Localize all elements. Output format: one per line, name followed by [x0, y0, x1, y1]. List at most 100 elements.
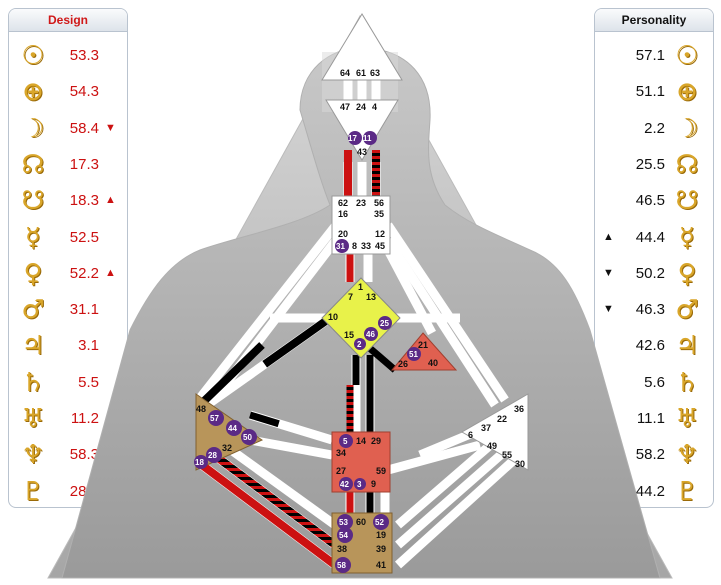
- gate-63: 63: [370, 68, 380, 78]
- uranus-icon: ♅: [21, 404, 45, 434]
- planet-value: 5.6: [644, 373, 665, 391]
- planet-row: ☉ 57.1: [595, 39, 713, 73]
- gate-1: 1: [358, 282, 363, 292]
- gate-16: 16: [338, 209, 348, 219]
- planet-row: ♅ 11.1: [595, 402, 713, 436]
- planet-value: 52.5: [69, 228, 99, 246]
- gate-60: 60: [356, 517, 366, 527]
- planet-row: ♆58.2: [595, 438, 713, 472]
- gate-43: 43: [357, 147, 367, 157]
- design-panel: Design ☉53.3⊕54.3☽58.4▼☊17.3☋18.3▲☿52.5♀…: [8, 8, 128, 508]
- planet-value: 44.2: [635, 482, 665, 500]
- gate-42: 42: [340, 480, 349, 489]
- planet-row: ☊25.5: [595, 148, 713, 182]
- gate-12: 12: [375, 229, 385, 239]
- gate-48: 48: [196, 404, 206, 414]
- earth-icon: ⊕: [676, 77, 698, 108]
- gate-29: 29: [371, 436, 381, 446]
- planet-row: ☊ 17.3: [9, 148, 127, 182]
- gate-49: 49: [487, 441, 497, 451]
- planet-row: ☉ 53.3: [9, 39, 127, 73]
- north-node-icon: ☊: [21, 149, 45, 180]
- gate-54: 54: [339, 531, 348, 540]
- pluto-icon: ♇: [675, 476, 699, 507]
- planet-value: 46.3: [635, 301, 665, 319]
- gate-52: 52: [375, 518, 384, 527]
- planet-row: ♀52.2▲: [9, 257, 127, 291]
- mercury-icon: ☿: [679, 222, 695, 253]
- activated-channels: [195, 150, 398, 569]
- planet-value: 11.2: [70, 410, 99, 427]
- gate-51: 51: [409, 350, 418, 359]
- gate-23: 23: [356, 198, 366, 208]
- arrow-up-icon: ▲: [105, 194, 116, 207]
- gate-27: 27: [336, 466, 346, 476]
- planet-row: ♃42.6: [595, 329, 713, 363]
- saturn-icon: ♄: [675, 367, 699, 398]
- planet-value: 17.3: [69, 155, 99, 173]
- planet-value: 44.4: [635, 228, 665, 246]
- gate-37: 37: [481, 423, 491, 433]
- gate-15: 15: [344, 330, 354, 340]
- mars-icon: ♂: [675, 295, 699, 326]
- gate-30: 30: [515, 459, 525, 469]
- mercury-icon: ☿: [25, 222, 41, 253]
- gate-59: 59: [376, 466, 386, 476]
- gate-56: 56: [374, 198, 384, 208]
- gate-markers: [194, 131, 421, 573]
- gate-2: 2: [357, 340, 362, 349]
- gate-39: 39: [376, 544, 386, 554]
- planet-row: ⊕54.3: [9, 75, 127, 109]
- gate-44: 44: [228, 424, 237, 433]
- gate-46: 46: [366, 330, 375, 339]
- gate-9: 9: [371, 479, 376, 489]
- gate-61: 61: [356, 68, 366, 78]
- gate-62: 62: [338, 198, 348, 208]
- arrow-up-icon: ▲: [105, 266, 116, 279]
- planet-row: ♂ 46.3 ▼: [595, 293, 713, 327]
- planet-row: ♂31.1: [9, 293, 127, 327]
- south-node-icon: ☋: [675, 186, 699, 217]
- gate-64: 64: [340, 68, 350, 78]
- gate-40: 40: [428, 358, 438, 368]
- gate-7: 7: [348, 292, 353, 302]
- planet-value: 53.3: [69, 47, 99, 64]
- planet-value: 57.1: [635, 47, 665, 64]
- head-center: [321, 13, 403, 81]
- gate-labels: 64 61 63 47 24 4 17 11 43 62 23 56 16 35…: [195, 68, 525, 570]
- planet-value: 11.1: [636, 410, 665, 427]
- planet-value: 18.3: [69, 192, 99, 210]
- gate-22: 22: [497, 414, 507, 424]
- uranus-icon: ♅: [675, 404, 699, 434]
- gate-31: 31: [336, 242, 345, 251]
- jupiter-icon: ♃: [675, 331, 699, 362]
- gate-55: 55: [502, 450, 512, 460]
- planet-row: ♀50.2▼: [595, 257, 713, 291]
- sun-icon: ☉: [675, 41, 699, 71]
- moon-icon: ☽: [21, 113, 45, 144]
- planet-row: ☽2.2: [595, 112, 713, 146]
- arrow-down-icon: ▼: [603, 303, 614, 316]
- gate-32: 32: [222, 443, 232, 453]
- planet-value: 25.5: [635, 155, 665, 173]
- sun-icon: ☉: [21, 41, 45, 71]
- gate-47: 47: [340, 102, 350, 112]
- planet-row: ☿ 52.5: [9, 221, 127, 255]
- planet-value: 3.1: [78, 337, 99, 355]
- gate-50: 50: [243, 433, 252, 442]
- gate-5: 5: [343, 437, 348, 446]
- south-node-icon: ☋: [21, 186, 45, 217]
- gate-25: 25: [380, 319, 389, 328]
- planet-row: ☋ 18.3 ▲: [9, 184, 127, 218]
- gate-57: 57: [210, 414, 219, 423]
- venus-icon: ♀: [23, 258, 43, 289]
- gate-11: 11: [363, 134, 372, 143]
- gate-21: 21: [418, 340, 428, 350]
- planet-value: 2.2: [644, 119, 665, 137]
- gate-34: 34: [336, 448, 346, 458]
- gate-4: 4: [372, 102, 377, 112]
- mars-icon: ♂: [21, 295, 45, 326]
- venus-icon: ♀: [677, 258, 697, 289]
- planet-row: ☽58.4▼: [9, 112, 127, 146]
